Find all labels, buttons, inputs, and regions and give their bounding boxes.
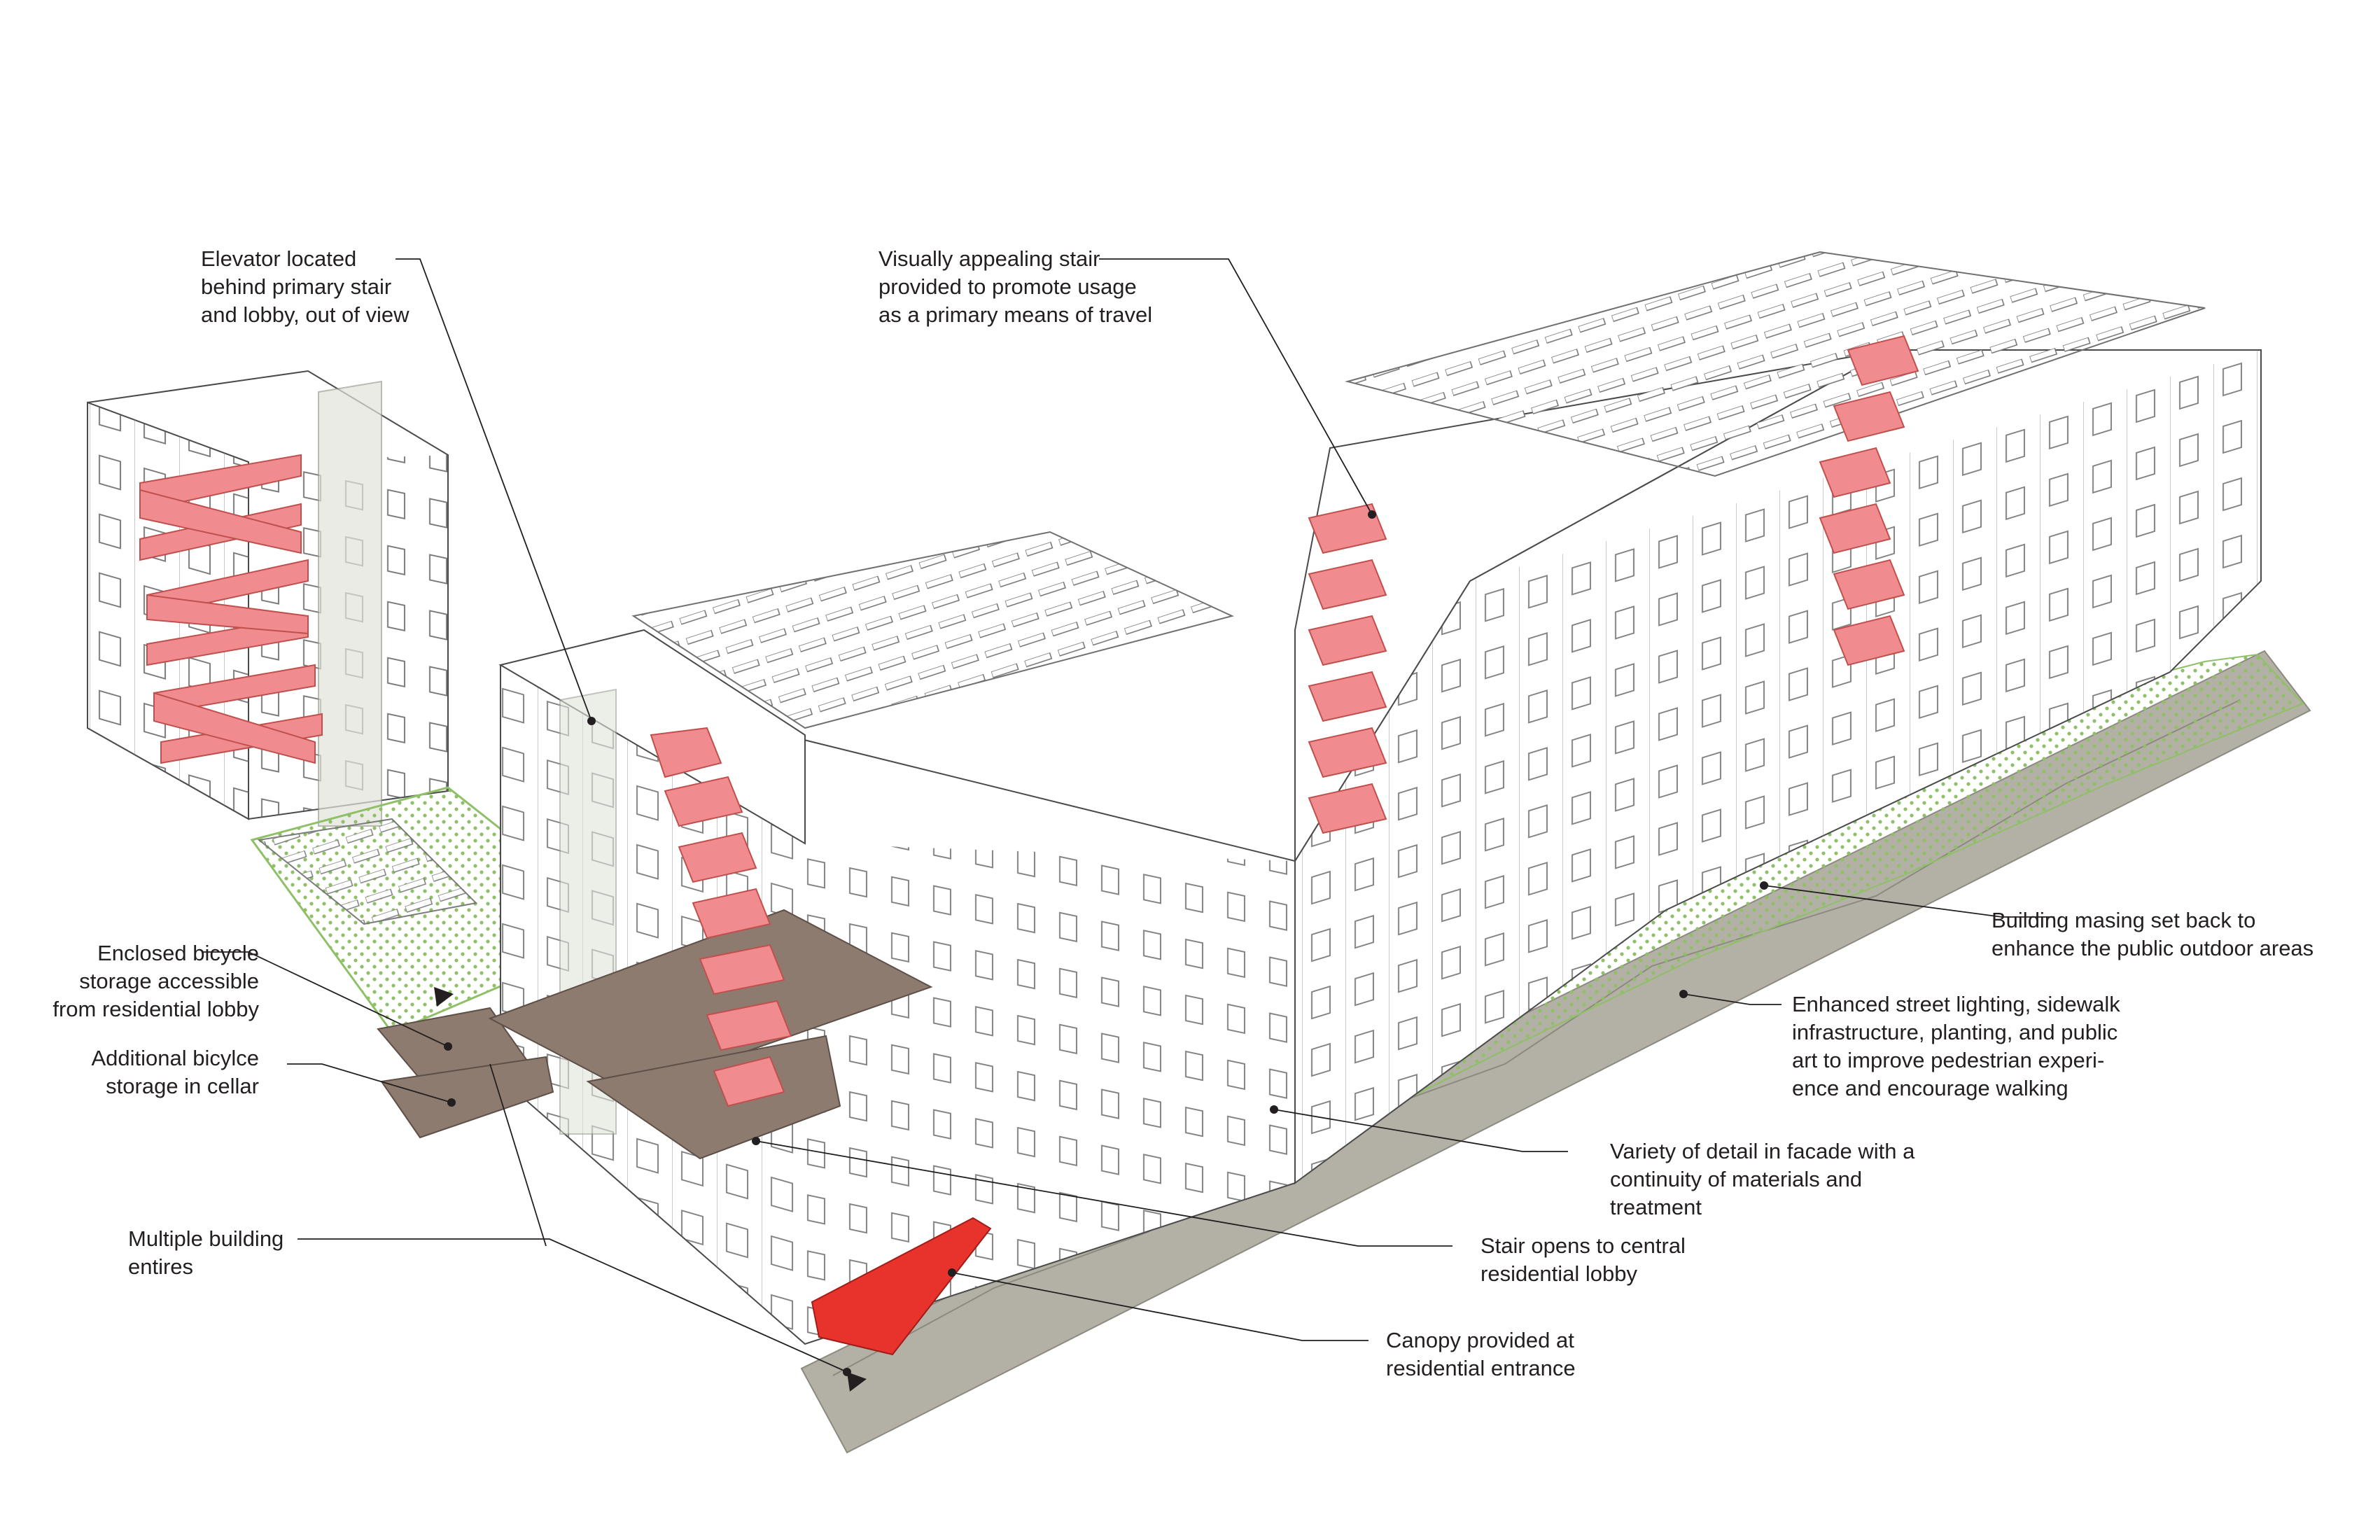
annotation-stair-lobby: Stair opens to central residential lobby — [1480, 1233, 1686, 1286]
leader-dot-icon — [447, 1098, 456, 1107]
annotation-additional-bicycle: Additional bicylce storage in cellar — [91, 1046, 259, 1098]
annotation-street-lighting: Enhanced street lighting, sidewalk infra… — [1792, 992, 2120, 1100]
annotation-multiple-entries: Multiple building entires — [128, 1226, 284, 1279]
leader-dot-icon — [1270, 1105, 1278, 1114]
annotation-elevator: Elevator located behind primary stair an… — [201, 246, 410, 327]
leader-dot-icon — [587, 717, 596, 725]
bicycle-storage-slabs — [377, 909, 933, 1160]
entry-triangle-icon — [434, 987, 454, 1007]
entry-triangle-icon — [847, 1372, 867, 1392]
entrance-canopy — [811, 1217, 992, 1356]
annotation-canopy: Canopy provided at residential entrance — [1386, 1328, 1576, 1380]
stair-middle — [1308, 503, 1387, 834]
stair-right — [1819, 335, 1919, 666]
leader-lines — [203, 258, 2054, 1373]
leader-dot-icon — [752, 1137, 760, 1145]
left-tower — [87, 370, 449, 827]
stair-left-tower-cross — [139, 489, 316, 764]
main-building-right-wing — [1294, 349, 2262, 1184]
leader-dot-icon — [444, 1042, 452, 1051]
leader-dot-icon — [843, 1368, 851, 1376]
leader-dot-icon — [1368, 510, 1376, 519]
leader-dot-icon — [1679, 990, 1688, 998]
stair-left-tower — [139, 454, 323, 764]
roof-pergola-left — [631, 531, 1234, 729]
annotation-visual-stair: Visually appealing stair provided to pro… — [878, 246, 1153, 327]
stair-main-lobby — [650, 727, 792, 1107]
annotation-massing-setback: Building masing set back to enhance the … — [1991, 908, 2314, 960]
leader-dots — [444, 510, 1768, 1376]
leader-dot-icon — [1760, 881, 1768, 890]
roof-pergola-right — [1345, 251, 2206, 477]
leader-dot-icon — [948, 1268, 956, 1277]
annotation-facade-detail: Variety of detail in facade with a conti… — [1610, 1139, 1915, 1219]
annotation-enclosed-bicycle: Enclosed bicycle storage accessible from… — [52, 941, 259, 1021]
feature-stairs — [139, 335, 1919, 1107]
main-building-left-wing — [498, 629, 1296, 1345]
